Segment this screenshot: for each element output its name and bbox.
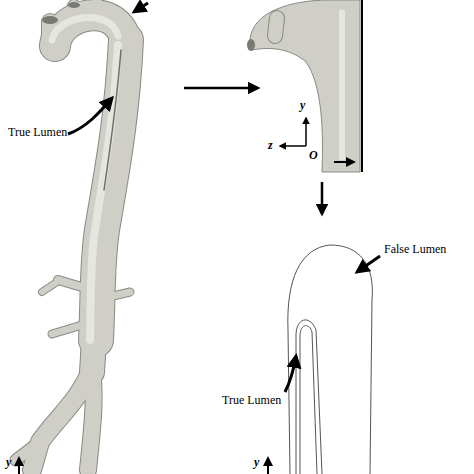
axis-label: y [300, 99, 305, 112]
step-arrow [184, 87, 258, 90]
axis-arrow [18, 458, 20, 474]
region-label: True Lumen [222, 394, 281, 407]
leader-arrow [68, 98, 112, 134]
pointer-arrow [334, 161, 354, 163]
axis-arrow [267, 458, 269, 474]
region-label: False Lumen [384, 243, 446, 256]
leader-arrow [357, 256, 380, 272]
arch-section [247, 0, 360, 172]
axis-label: y [6, 456, 11, 469]
axis-label: z [268, 139, 273, 152]
axis-label: y [254, 456, 259, 469]
pointer-arrow [134, 3, 148, 12]
region-label: True Lumen [8, 126, 67, 139]
step-arrow [321, 182, 324, 214]
lumen-outline [288, 245, 373, 474]
leader-arrow [285, 356, 296, 392]
axis-label: O [309, 149, 318, 162]
aorta-model [16, 2, 130, 470]
cut-plane [361, 0, 363, 172]
axis-arrow [280, 145, 306, 147]
axis-arrow [305, 118, 307, 146]
